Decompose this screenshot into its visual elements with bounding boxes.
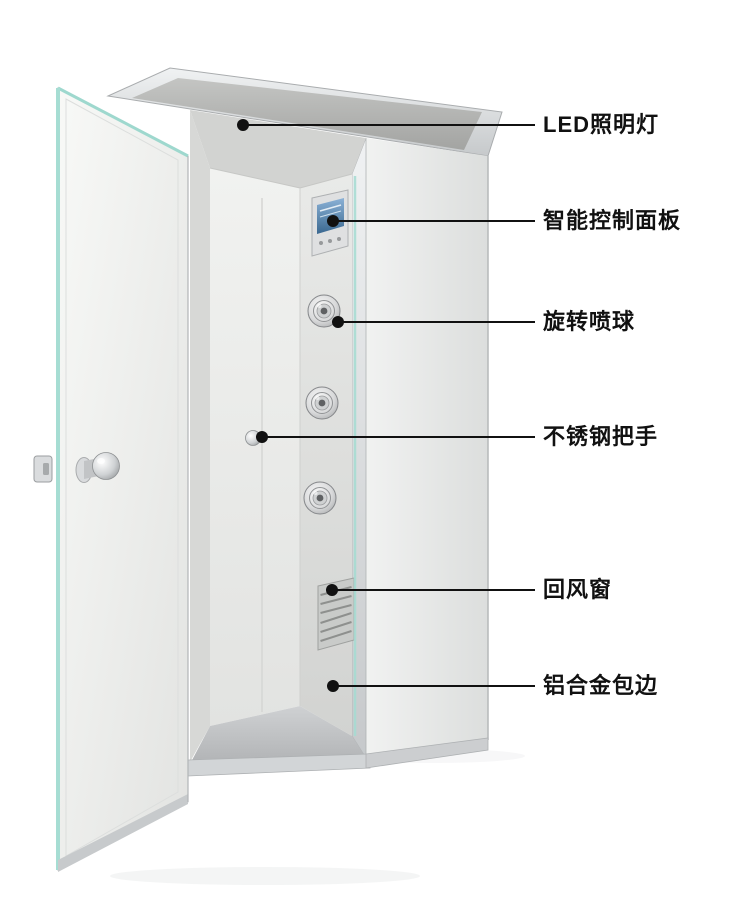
interior — [190, 110, 366, 764]
panel-button — [319, 241, 323, 245]
door-top-teal-edge — [57, 86, 189, 158]
door-bottom-trim — [58, 794, 188, 872]
callout-dot — [332, 316, 344, 328]
callout-label-aluminum-edge: 铝合金包边 — [543, 673, 659, 698]
callout-line — [336, 589, 535, 591]
callout-dot — [327, 680, 339, 692]
callout-line — [337, 685, 535, 687]
callout-label-steel-handle: 不锈钢把手 — [543, 424, 659, 449]
interior-left-wall — [190, 110, 210, 762]
open-door — [33, 86, 189, 872]
callout-line — [247, 124, 535, 126]
callout-line — [266, 436, 535, 438]
door-knob — [75, 452, 120, 483]
grille-slat — [320, 630, 352, 642]
callout-dot — [237, 119, 249, 131]
callout-label-led-light: LED照明灯 — [543, 112, 660, 137]
grille-slat — [320, 604, 352, 614]
callout-label-control-panel: 智能控制面板 — [543, 208, 682, 233]
top-frame — [106, 67, 503, 157]
knob-highlight — [97, 458, 105, 464]
callout-dot — [326, 584, 338, 596]
door-latch — [33, 455, 53, 483]
screen-text-line — [319, 204, 342, 212]
grille-slat — [320, 595, 352, 605]
floor-plate — [190, 706, 366, 764]
latch-bolt — [43, 463, 49, 475]
interior-back-wall — [210, 168, 300, 726]
interior-ceiling — [190, 110, 366, 188]
panel-button — [328, 239, 332, 243]
callout-line — [337, 220, 535, 222]
grille-slat — [320, 612, 352, 624]
return-air-grille — [317, 577, 355, 651]
callout-label-return-air-window: 回风窗 — [543, 577, 613, 602]
callout-dot — [327, 215, 339, 227]
callout-dot — [256, 431, 268, 443]
led-ceiling-panel — [132, 78, 482, 150]
base-trim — [365, 737, 489, 769]
grille-slat — [320, 621, 352, 633]
door-inner-seam — [65, 98, 179, 857]
callout-line — [342, 321, 535, 323]
callout-label-spray-nozzle: 旋转喷球 — [543, 309, 636, 334]
cabinet-front-right-panel — [366, 138, 488, 758]
ground-shadow — [110, 867, 420, 885]
panel-button — [337, 237, 341, 241]
screen-text-line — [319, 210, 342, 218]
